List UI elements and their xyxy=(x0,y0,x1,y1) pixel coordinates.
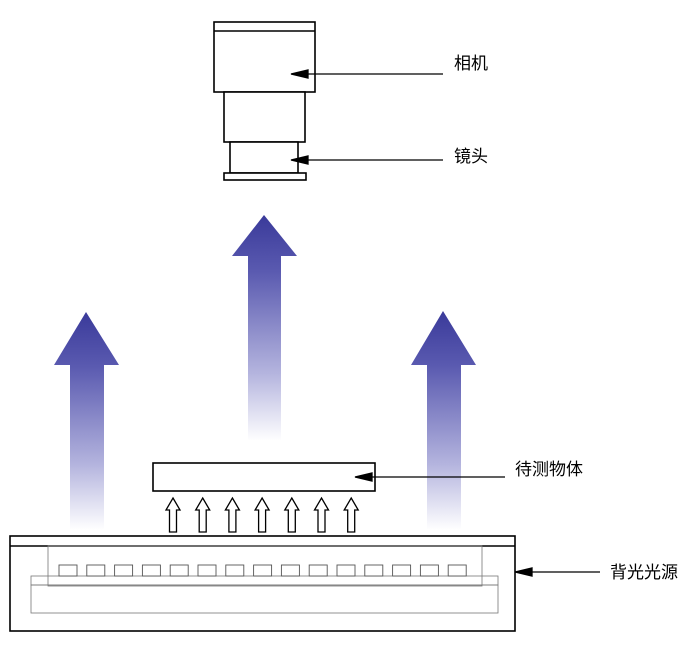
small-up-arrow xyxy=(164,496,182,533)
led-cell xyxy=(336,564,356,577)
led-cell xyxy=(280,564,300,577)
lens-lower xyxy=(229,141,299,174)
beam-arrow-right xyxy=(411,311,476,530)
led-cell xyxy=(419,564,439,577)
lens-upper xyxy=(223,91,306,143)
led-cell xyxy=(86,564,106,577)
small-up-arrow xyxy=(253,496,271,533)
backlight-housing xyxy=(9,535,516,632)
pointer-arrows xyxy=(290,69,600,577)
led-cell xyxy=(141,564,161,577)
small-light-arrows xyxy=(164,496,360,533)
led-cell xyxy=(364,564,384,577)
lens-ring xyxy=(223,172,307,181)
camera-label: 相机 xyxy=(454,54,488,74)
lens-pointer-head xyxy=(290,155,309,165)
backlight-label: 背光光源 xyxy=(610,563,678,583)
backlight-pointer-head xyxy=(514,567,533,577)
led-cell xyxy=(308,564,328,577)
lens-label: 镜头 xyxy=(454,147,488,167)
small-up-arrow xyxy=(343,496,360,533)
object-pointer-head xyxy=(354,472,373,482)
light-beams xyxy=(54,215,476,530)
object-under-test xyxy=(152,462,376,492)
camera-assembly xyxy=(213,21,316,181)
led-cell xyxy=(392,564,412,577)
beam-arrow-center xyxy=(232,215,297,441)
beam-arrow-left xyxy=(54,312,119,530)
backlight-source xyxy=(9,535,516,632)
led-cell xyxy=(114,564,134,577)
backlight-inner-frame xyxy=(47,545,483,587)
led-cell xyxy=(58,564,78,577)
small-up-arrow xyxy=(194,496,211,533)
led-row xyxy=(58,564,467,577)
small-up-arrow xyxy=(313,496,330,533)
led-cell xyxy=(447,564,467,577)
led-cell xyxy=(253,564,273,577)
small-up-arrow xyxy=(224,496,241,533)
led-cell xyxy=(225,564,245,577)
object-label: 待测物体 xyxy=(515,460,583,480)
small-up-arrow xyxy=(283,496,300,533)
camera-body xyxy=(213,21,316,93)
backlight-base-plate xyxy=(30,584,499,614)
led-cell xyxy=(197,564,217,577)
led-cell xyxy=(169,564,189,577)
camera-pointer-head xyxy=(290,69,309,79)
